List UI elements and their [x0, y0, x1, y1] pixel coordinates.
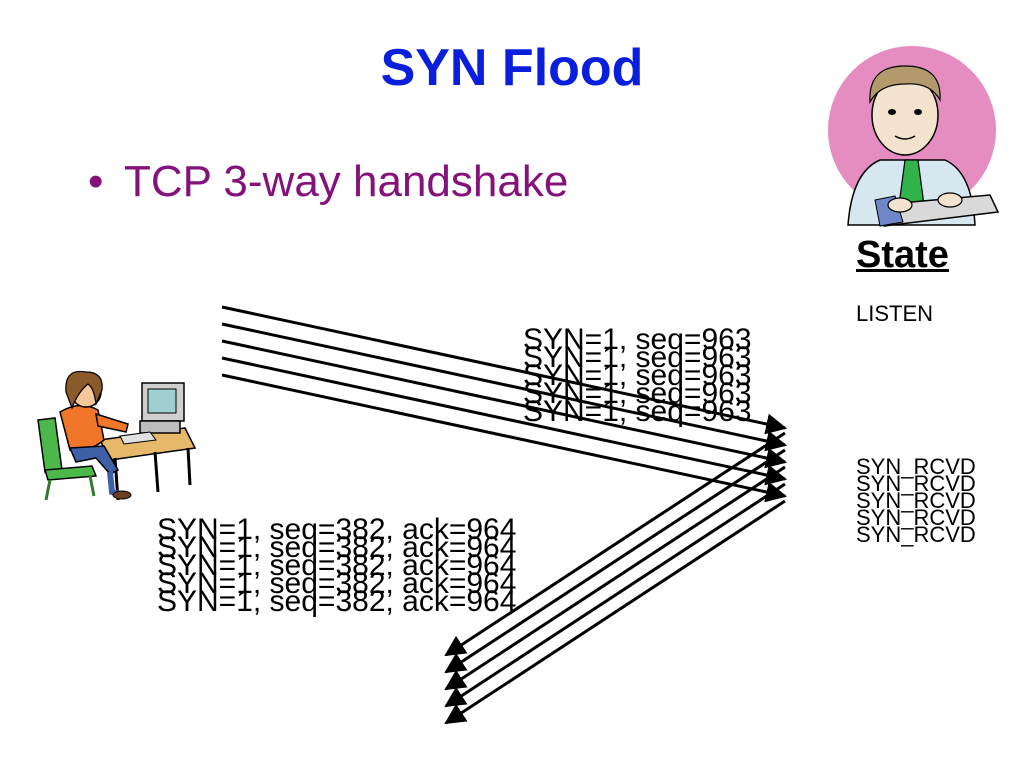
- syn-message-label: SYN=1, seq=963: [523, 323, 752, 356]
- synack-message-label: SYN=1, seq=382, ack=964: [157, 531, 517, 564]
- person-at-computer-icon: [37, 370, 197, 501]
- synack-message-label: SYN=1, seq=382, ack=964: [157, 549, 517, 582]
- bullet-item: • TCP 3-way handshake: [88, 155, 568, 209]
- state-syn-rcvd: SYN_RCVD: [856, 471, 976, 496]
- syn-message-label: SYN=1, seq=963: [523, 377, 752, 410]
- state-syn-rcvd: SYN_RCVD: [856, 488, 976, 513]
- syn-message-label: SYN=1, seq=963: [523, 359, 752, 392]
- syn-message-label: SYN=1, seq=963: [523, 341, 752, 374]
- slide-title: SYN Flood: [380, 39, 644, 97]
- state-syn-rcvd: SYN_RCVD: [856, 454, 976, 479]
- bullet-text: TCP 3-way handshake: [124, 157, 569, 206]
- state-syn-rcvd: SYN_RCVD: [856, 505, 976, 530]
- state-heading: State: [856, 234, 949, 276]
- synack-message-label: SYN=1, seq=382, ack=964: [157, 513, 517, 546]
- bullet-dot: •: [88, 157, 104, 206]
- state-syn-rcvd: SYN_RCVD: [856, 522, 976, 547]
- synack-message-label: SYN=1, seq=382, ack=964: [157, 585, 517, 618]
- syn-message-label: SYN=1, seq=963: [523, 395, 752, 428]
- state-listen: LISTEN: [856, 301, 934, 326]
- synack-message-label: SYN=1, seq=382, ack=964: [157, 567, 517, 600]
